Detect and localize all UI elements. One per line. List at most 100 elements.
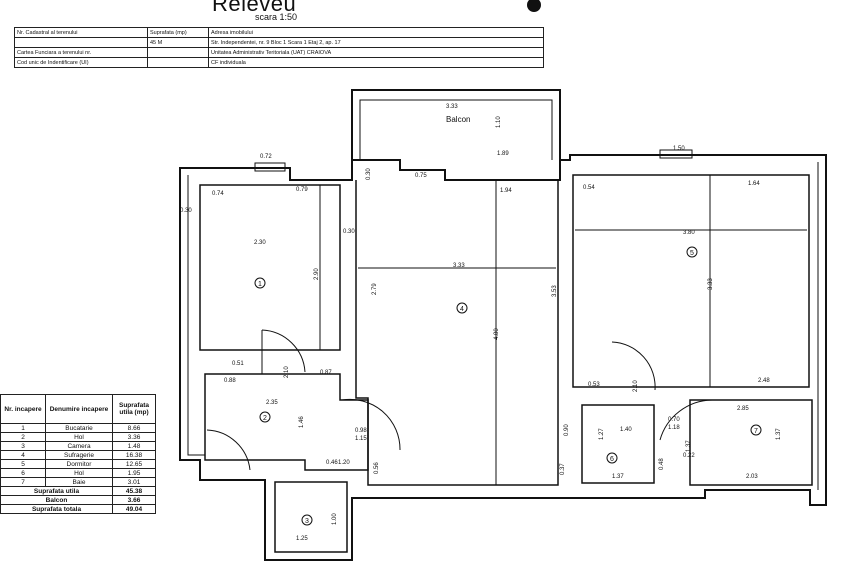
dim-label: 1.20 xyxy=(338,460,350,466)
door-arc xyxy=(611,341,656,391)
room-marker xyxy=(301,514,313,526)
room-bedroom xyxy=(572,174,810,388)
room-living xyxy=(355,180,559,486)
dim-label: 3.33 xyxy=(708,278,714,290)
inner-wall-line xyxy=(187,175,205,456)
dim-label: 1.37 xyxy=(612,474,624,480)
dim-label: 0.54 xyxy=(583,185,595,191)
room-number: 6 xyxy=(610,456,614,463)
dim-label: 0.88 xyxy=(224,378,236,384)
legend-cell: 8.66 xyxy=(112,423,156,433)
dim-label: 2.79 xyxy=(372,283,378,295)
dim-label: 0.87 xyxy=(320,370,332,376)
door-arc xyxy=(341,398,401,451)
room-hall-6 xyxy=(581,404,655,484)
dim-label: 1.50 xyxy=(673,146,685,152)
legend-cell: 6 xyxy=(0,468,46,478)
ink-dot xyxy=(527,0,541,12)
room-hall xyxy=(204,373,369,471)
dim-label: 0.22 xyxy=(683,453,695,459)
dim-label: 1.27 xyxy=(599,428,605,440)
legend-cell: 3.01 xyxy=(112,477,156,487)
legend-cell: 3.36 xyxy=(112,432,156,442)
scale-label: scara 1:50 xyxy=(255,12,298,22)
dim-label: 2.03 xyxy=(746,474,758,480)
balcony-wall xyxy=(351,89,561,160)
legend-cell: Sufragerie xyxy=(45,450,113,460)
room-marker xyxy=(750,424,762,436)
dim-label: 1.10 xyxy=(496,116,502,128)
dim-label: 0.48 xyxy=(659,458,665,470)
legend-cell: 5 xyxy=(0,459,46,469)
room-number: 7 xyxy=(754,428,758,435)
header-cell: CF individuala xyxy=(208,57,544,68)
legend-total-label: Balcon xyxy=(0,495,113,505)
room-marker xyxy=(254,277,266,289)
dim-label: 0.30 xyxy=(343,229,355,235)
dim-label: 0.30 xyxy=(180,208,192,214)
dim-label: 0.74 xyxy=(212,191,224,197)
dim-label: 4.80 xyxy=(494,328,500,340)
cadastral-header-table: Nr. Cadastral al terenului Suprafata (mp… xyxy=(14,27,544,68)
legend-total-value: 3.66 xyxy=(112,495,156,505)
legend-cell: 12.65 xyxy=(112,459,156,469)
room-marker xyxy=(606,452,618,464)
room-marker xyxy=(456,302,468,314)
dim-label: 2.30 xyxy=(254,240,266,246)
dim-label: 0.46 xyxy=(326,460,338,466)
room-marker xyxy=(686,246,698,258)
legend-cell: Hol xyxy=(45,432,113,442)
legend-cell: 1 xyxy=(0,423,46,433)
dim-label: 1.25 xyxy=(296,536,308,542)
dim-label: 3.53 xyxy=(552,285,558,297)
room-number: 5 xyxy=(690,250,694,257)
balcony-label: Balcon xyxy=(446,115,470,124)
dim-label: 0.56 xyxy=(374,462,380,474)
dim-label: 2.85 xyxy=(737,406,749,412)
legend-cell: Dormitor xyxy=(45,459,113,469)
dim-label: 0.53 xyxy=(588,382,600,388)
dim-label: 2.48 xyxy=(758,378,770,384)
legend-cell: Camera xyxy=(45,441,113,451)
legend-cell: Baie xyxy=(45,477,113,487)
legend-cell: 4 xyxy=(0,450,46,460)
legend-total-row: Suprafata utila 45.38 xyxy=(0,486,156,496)
door-arc xyxy=(659,399,713,441)
balcony-inner xyxy=(359,99,553,160)
room-legend-table: Nr. incapere Denumire incapere Suprafata… xyxy=(0,394,156,514)
legend-total-value: 45.38 xyxy=(112,486,156,496)
dim-label: 0.51 xyxy=(232,361,244,367)
legend-cell: Bucatarie xyxy=(45,423,113,433)
legend-header: Suprafata utila (mp) xyxy=(112,394,156,424)
dim-label: 3.33 xyxy=(453,263,465,269)
legend-cell: 1.48 xyxy=(112,441,156,451)
dim-label: 2.90 xyxy=(314,268,320,280)
dim-label: 2.35 xyxy=(266,400,278,406)
dim-label: 0.72 xyxy=(260,154,272,160)
window xyxy=(659,149,693,159)
legend-total-label: Suprafata totala xyxy=(0,504,113,514)
dim-label: 2.10 xyxy=(633,380,639,392)
dim-label: 0.75 xyxy=(415,173,427,179)
legend-cell: Hol xyxy=(45,468,113,478)
legend-cell: 1.95 xyxy=(112,468,156,478)
room-bath xyxy=(689,399,813,486)
legend-cell: 3 xyxy=(0,441,46,451)
room-kitchen xyxy=(199,184,341,351)
dim-label: 1.64 xyxy=(748,181,760,187)
legend-row: 6 Hol 1.95 xyxy=(0,468,156,478)
legend-row: 2 Hol 3.36 xyxy=(0,432,156,442)
legend-cell: 16.38 xyxy=(112,450,156,460)
dim-label: 0.30 xyxy=(366,168,372,180)
legend-row: 3 Camera 1.48 xyxy=(0,441,156,451)
door-arc xyxy=(206,429,251,471)
dim-label: 0.70 xyxy=(668,417,680,423)
plan-title: Relevеu xyxy=(212,0,297,16)
dim-label: 1.37 xyxy=(776,428,782,440)
legend-row: 7 Baie 3.01 xyxy=(0,477,156,487)
dim-label: 1.18 xyxy=(668,425,680,431)
room-marker xyxy=(259,411,271,423)
legend-row: 4 Sufragerie 16.38 xyxy=(0,450,156,460)
window xyxy=(254,162,286,172)
dim-label: 1.37 xyxy=(686,440,692,452)
